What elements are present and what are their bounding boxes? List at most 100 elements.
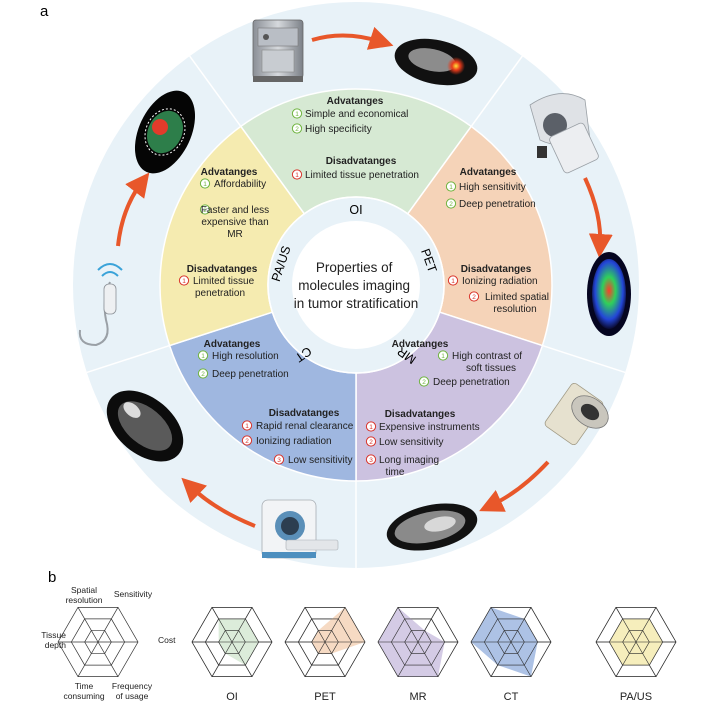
ring-divider (189, 55, 242, 127)
radar-spoke (615, 641, 637, 677)
advantages-title-pet: Advatanges (460, 167, 517, 178)
paus-probe-illustration (78, 263, 123, 347)
advantage-number-badge: 2 (291, 123, 303, 134)
advantage-number-badge: 1 (199, 178, 211, 189)
advantage-number-badge: 1 (197, 350, 209, 361)
radar-series-label: PA/US (620, 691, 652, 703)
mr-image (386, 503, 478, 551)
disadvantage-number-badge: 1 (291, 169, 303, 180)
disadvantages-title-oi: Disadvatanges (326, 156, 397, 167)
advantage-text-mr: Deep penetration (433, 377, 510, 388)
radar-spoke (231, 607, 253, 643)
pet-image (587, 252, 631, 336)
modality-label-oi: OI (349, 203, 362, 217)
ct-image (106, 390, 184, 462)
radar-spoke (635, 607, 657, 643)
disadvantage-number-badge: 2 (241, 435, 253, 446)
disadvantage-number-badge: 2 (468, 291, 480, 302)
ring-divider (86, 344, 170, 374)
badge-number: 1 (245, 423, 249, 430)
advantages-title-ct: Advatanges (204, 339, 261, 350)
ring-divider (470, 55, 523, 127)
disadvantages-title-mr: Disadvatanges (385, 409, 456, 420)
advantage-text-mr: soft tissues (466, 363, 516, 374)
oi-image (394, 38, 478, 86)
arrow-pet (583, 177, 613, 258)
sectors (159, 88, 553, 482)
radar-series-label: PET (314, 691, 336, 703)
radar-spoke (97, 607, 119, 643)
disadvantage-text-mr: Long imaging (379, 455, 439, 466)
disadvantage-text-pet: resolution (493, 304, 536, 315)
disadvantage-text-paus: penetration (195, 288, 245, 299)
advantage-text-mr: High contrast of (452, 351, 522, 362)
disadvantage-text-ct: Rapid renal clearance (256, 421, 354, 432)
panel-a-label: a (40, 3, 49, 20)
radar-legend-chart (57, 607, 139, 677)
advantage-text-pet: High sensitivity (459, 182, 526, 193)
badge-number: 1 (441, 353, 445, 360)
arrow-oi-to-image (311, 26, 394, 50)
advantages-title-oi: Advatanges (327, 96, 384, 107)
radar-spoke (417, 641, 439, 677)
radar-spoke (304, 641, 326, 677)
disadvantage-number-badge: 2 (365, 436, 377, 447)
badge-number: 3 (369, 457, 373, 464)
badge-number: 1 (201, 353, 205, 360)
radar-spoke (324, 607, 346, 643)
advantage-text-pet: Deep penetration (459, 199, 536, 210)
badge-number: 1 (295, 172, 299, 179)
disadvantages-title-pet: Disadvatanges (461, 264, 532, 275)
ct-scanner-illustration (261, 499, 339, 559)
radar-spoke (231, 641, 253, 677)
disadvantage-number-badge: 1 (241, 420, 253, 431)
badge-number: 2 (449, 201, 453, 208)
radar-chart-pet: PET (284, 607, 366, 703)
disadvantage-text-mr: Expensive instruments (379, 422, 480, 433)
radar-spoke (397, 607, 419, 643)
panel-b-label: b (48, 569, 56, 586)
advantage-text-paus: expensive than (201, 217, 268, 228)
ring-divider (542, 344, 626, 374)
radar-spoke (77, 641, 99, 677)
oi-instrument-illustration (252, 19, 304, 82)
axis-label-sensitivity: Sensitivity (114, 589, 153, 599)
radar-chart-oi: OI (191, 607, 273, 703)
disadvantages-title-ct: Disadvatanges (269, 408, 340, 419)
radar-chart-ct: CT (470, 607, 552, 703)
disadvantage-number-badge: 3 (365, 454, 377, 465)
advantage-number-badge: 1 (445, 181, 457, 192)
advantage-text-paus: Affordability (214, 179, 266, 190)
radar-chart-pa-us: PA/US (595, 607, 677, 703)
radar-spoke (324, 641, 346, 677)
badge-number: 3 (277, 457, 281, 464)
center-circle (292, 221, 420, 349)
badge-number: 1 (369, 424, 373, 431)
arrow-paus (116, 172, 150, 247)
arrow-ct (181, 477, 256, 528)
disadvantage-text-paus: Limited tissue (193, 276, 255, 287)
badge-number: 1 (182, 278, 186, 285)
badge-number: 2 (422, 379, 426, 386)
badge-number: 2 (245, 438, 249, 445)
advantage-text-ct: High resolution (212, 351, 279, 362)
disadvantage-text-pet: Limited spatial (485, 292, 549, 303)
advantage-number-badge: 2 (199, 204, 211, 215)
radar-series-label: OI (226, 691, 238, 703)
radar-chart-mr: MR (377, 607, 459, 703)
radar-spoke (211, 607, 233, 643)
disadvantage-text-ct: Low sensitivity (288, 455, 352, 466)
disadvantage-text-oi: Limited tissue penetration (305, 170, 419, 181)
radar-spoke (490, 607, 512, 643)
advantages-title-paus: Advatanges (201, 167, 258, 178)
advantage-number-badge: 2 (197, 368, 209, 379)
inner-ring (267, 196, 445, 374)
badge-number: 1 (203, 181, 207, 188)
center-text: Properties of molecules imaging in tumor… (294, 260, 419, 311)
